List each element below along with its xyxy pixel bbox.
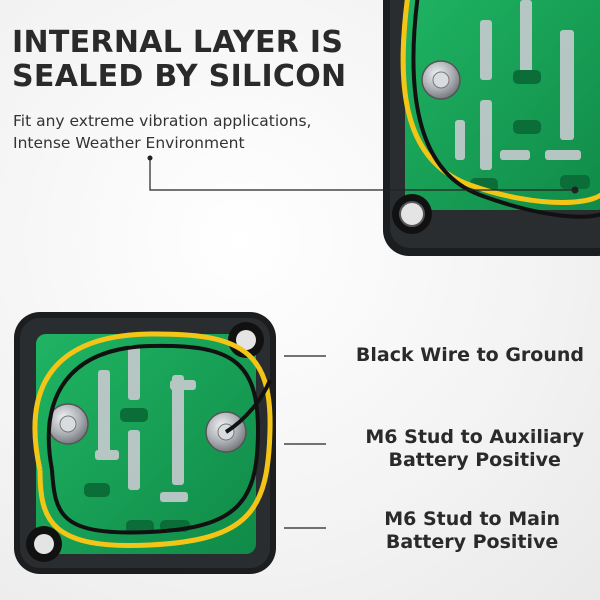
callout-main-stud: M6 Stud to Main Battery Positive <box>384 508 560 554</box>
callout-black-wire: Black Wire to Ground <box>356 344 584 367</box>
headline-line-2: SEALED BY SILICON <box>12 59 347 94</box>
callout-line: Black Wire to Ground <box>355 344 584 366</box>
callout-line: M6 Stud to Auxiliary <box>365 426 584 448</box>
m6-stud-icon <box>421 60 461 100</box>
subheadline: Fit any extreme vibration applications, … <box>13 110 311 154</box>
subheadline-line-1: Fit any extreme vibration applications, <box>13 112 312 130</box>
mounting-hole-icon <box>26 526 62 562</box>
callout-auxiliary-stud: M6 Stud to Auxiliary Battery Positive <box>365 426 584 472</box>
mounting-hole-icon <box>392 194 432 234</box>
relay-housing-top <box>383 0 600 256</box>
m6-stud-icon <box>47 403 89 445</box>
subheadline-line-2: Intense Weather Environment <box>13 134 245 152</box>
leader-lines <box>149 158 575 529</box>
relay-housing-bottom <box>14 312 276 574</box>
callout-line: M6 Stud to Main <box>384 508 560 530</box>
callout-line: Battery Positive <box>388 449 561 471</box>
headline: INTERNAL LAYER IS SEALED BY SILICON <box>12 26 382 94</box>
callout-line: Battery Positive <box>385 531 559 553</box>
headline-line-1: INTERNAL LAYER IS <box>12 25 344 60</box>
